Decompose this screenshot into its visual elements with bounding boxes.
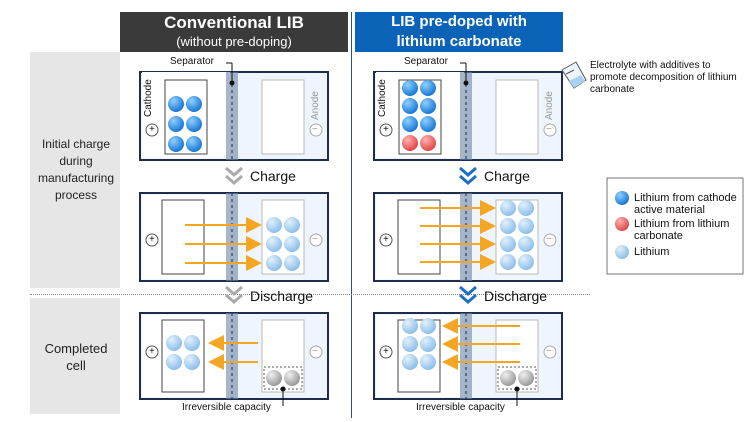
pre-terminals bbox=[379, 123, 557, 359]
legend-item-lithium: Lithium bbox=[634, 246, 670, 258]
conv-cell-initial bbox=[139, 71, 329, 161]
side-panel-completed bbox=[30, 298, 120, 414]
legend-item-cathode-lithium: Lithium from cathode active material bbox=[634, 192, 737, 216]
row-divider bbox=[30, 294, 590, 295]
pre-separator-label: Separator bbox=[404, 56, 448, 67]
pre-plus-initial: + bbox=[383, 124, 389, 135]
legend-item-carbonate-lithium: Lithium from lithium carbonate bbox=[634, 218, 730, 242]
pre-discharge-chevron-icon bbox=[459, 285, 477, 304]
center-divider bbox=[351, 12, 352, 418]
pre-cell-discharge bbox=[373, 312, 563, 406]
conv-charge-label: Charge bbox=[250, 168, 296, 184]
pre-cell-charge bbox=[373, 192, 563, 282]
side-panel-initial bbox=[30, 52, 120, 288]
side-label-initial: Initial charge during manufacturing proc… bbox=[37, 137, 115, 202]
header-conventional-subtitle: (without pre-doping) bbox=[176, 34, 292, 49]
pre-irreversible-label: Irreversible capacity bbox=[416, 402, 505, 413]
conv-cell-charge bbox=[139, 192, 329, 282]
blue-ball-icon bbox=[615, 191, 629, 205]
electrolyte-note: Electrolyte with additives to promote de… bbox=[590, 60, 737, 95]
pre-cathode-label: Cathode bbox=[377, 79, 388, 117]
conv-plus-charge: + bbox=[149, 234, 155, 245]
pre-discharge-label: Discharge bbox=[484, 288, 548, 304]
conv-plus-initial: + bbox=[149, 124, 155, 135]
red-ball-icon bbox=[615, 217, 629, 231]
header-predoped-line1: LIB pre-doped with bbox=[391, 13, 527, 30]
pre-minus-charge: − bbox=[546, 234, 552, 245]
conv-minus-initial: − bbox=[312, 124, 318, 135]
header-conventional-title: Conventional LIB bbox=[164, 13, 304, 32]
conv-irreversible-label: Irreversible capacity bbox=[182, 402, 271, 413]
conv-cathode-label: Cathode bbox=[143, 79, 154, 117]
header-predoped-line2: lithium carbonate bbox=[396, 33, 522, 50]
pre-charge-label: Charge bbox=[484, 168, 530, 184]
conv-separator-pointer bbox=[226, 62, 235, 86]
pre-plus-discharge: + bbox=[383, 346, 389, 357]
conv-initial-balls bbox=[168, 96, 202, 152]
lightblue-ball-icon bbox=[615, 245, 629, 259]
side-label-completed: Completed cell bbox=[44, 341, 108, 373]
pre-minus-discharge: − bbox=[546, 346, 552, 357]
header-predoped: LIB pre-doped with lithium carbonate bbox=[355, 12, 563, 52]
pre-separator-pointer bbox=[460, 62, 469, 86]
conv-charge-chevron-icon bbox=[225, 166, 243, 185]
header-conventional: Conventional LIB (without pre-doping) bbox=[120, 12, 348, 52]
pre-anode-label: Anode bbox=[544, 91, 555, 120]
pre-cell-initial bbox=[373, 71, 563, 161]
conv-cell-discharge bbox=[139, 312, 329, 406]
conv-separator-label: Separator bbox=[170, 56, 214, 67]
conv-plus-discharge: + bbox=[149, 346, 155, 357]
conv-discharge-chevron-icon bbox=[225, 285, 243, 304]
pre-plus-charge: + bbox=[383, 234, 389, 245]
conv-minus-discharge: − bbox=[312, 346, 318, 357]
conv-minus-charge: − bbox=[312, 234, 318, 245]
conv-terminals bbox=[145, 123, 323, 359]
pre-charge-chevron-icon bbox=[459, 166, 477, 185]
conv-anode-label: Anode bbox=[310, 91, 321, 120]
pre-minus-initial: − bbox=[546, 124, 552, 135]
conv-discharge-label: Discharge bbox=[250, 288, 314, 304]
beaker-icon bbox=[561, 61, 587, 89]
